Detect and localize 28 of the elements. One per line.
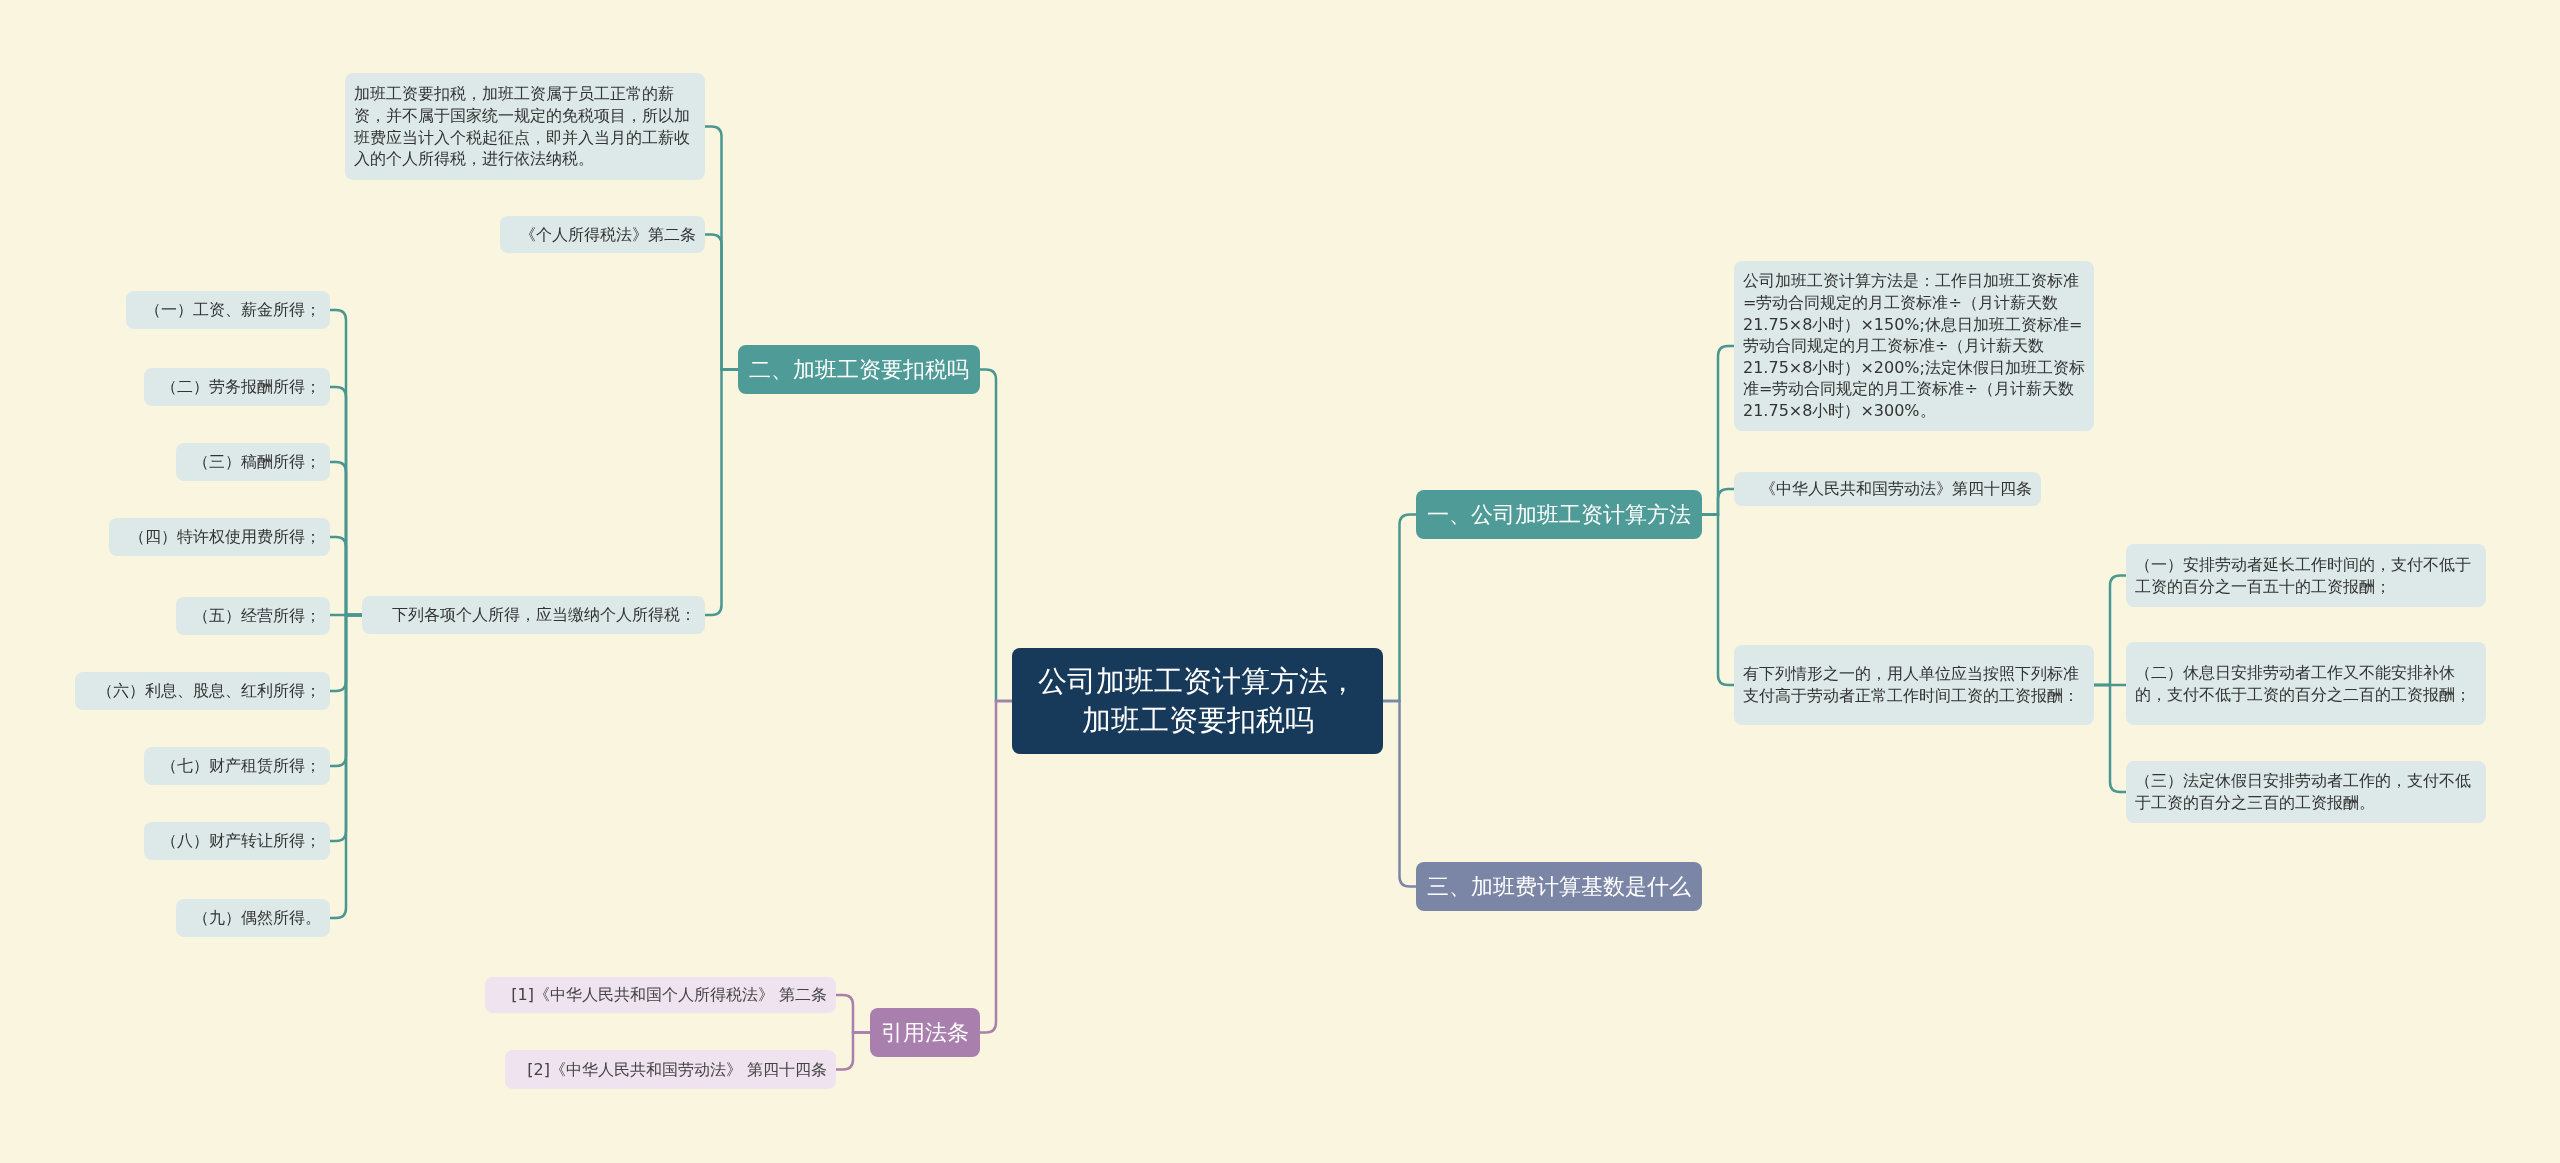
note-box: （三）稿酬所得； <box>176 443 330 481</box>
topic-box: 引用法条 <box>870 1008 980 1057</box>
note-box: 《个人所得税法》第二条 <box>500 216 705 253</box>
central-topic-box: 公司加班工资计算方法，加班工资要扣税吗 <box>1012 648 1383 754</box>
note-box: （八）财产转让所得； <box>144 822 330 860</box>
connector-line <box>705 368 738 617</box>
note-box: 《中华人民共和国劳动法》第四十四条 <box>1734 472 2041 506</box>
note-box: （一）工资、薪金所得； <box>126 291 330 329</box>
citation-box: [2]《中华人民共和国劳动法》 第四十四条 <box>505 1050 836 1089</box>
topic-box: 一、公司加班工资计算方法 <box>1416 490 1702 539</box>
note-box: （二）劳务报酬所得； <box>144 368 330 406</box>
note-box: （三）法定休假日安排劳动者工作的，支付不低于工资的百分之三百的工资报酬。 <box>2126 761 2486 823</box>
note-box: （一）安排劳动者延长工作时间的，支付不低于工资的百分之一百五十的工资报酬； <box>2126 544 2486 607</box>
citation-box: [1]《中华人民共和国个人所得税法》 第二条 <box>485 977 836 1013</box>
note-box: （四）特许权使用费所得； <box>109 518 330 556</box>
topic-box: 三、加班费计算基数是什么 <box>1416 862 1702 911</box>
note-box: 下列各项个人所得，应当缴纳个人所得税： <box>362 596 705 634</box>
connector-line <box>1383 699 1416 888</box>
note-box: （六）利息、股息、红利所得； <box>75 672 330 710</box>
note-box: 有下列情形之一的，用人单位应当按照下列标准支付高于劳动者正常工作时间工资的工资报酬： <box>1734 645 2094 725</box>
note-box: （五）经营所得； <box>176 597 330 635</box>
note-box: （二）休息日安排劳动者工作又不能安排补休的，支付不低于工资的百分之二百的工资报酬； <box>2126 642 2486 725</box>
note-box: （九）偶然所得。 <box>176 899 330 937</box>
note-box: 公司加班工资计算方法是：工作日加班工资标准=劳动合同规定的月工资标准÷（月计薪天数21.75×8小时）×150%;休息日加班工资标准=劳动合同规定的月工资标准÷（月计薪天数21.75×8小时）×200%;法定休假日加班工资标准=劳动合同规定的月工资标准÷（月计薪天数21.75×8小时）×300%。 <box>1734 261 2094 431</box>
topic-box: 二、加班工资要扣税吗 <box>738 345 980 394</box>
note-box: 加班工资要扣税，加班工资属于员工正常的薪资，并不属于国家统一规定的免税项目，所以加班费应当计入个税起征点，即并入当月的工薪收入的个人所得税，进行依法纳税。 <box>345 73 705 180</box>
note-box: （七）财产租赁所得； <box>144 747 330 785</box>
connector-line <box>836 1031 870 1071</box>
